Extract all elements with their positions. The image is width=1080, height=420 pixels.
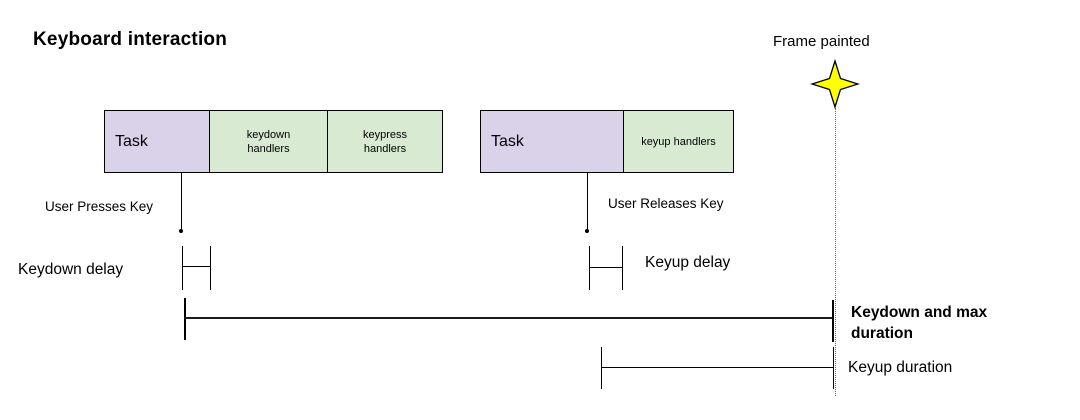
keydown-delay-span-line — [182, 266, 211, 267]
keyup-handlers-block: keyup handlers — [623, 110, 734, 173]
keydown-max-start-tick — [184, 298, 186, 340]
keydown-handlers-block: keydown handlers — [209, 110, 328, 173]
keydown-delay-start-tick — [182, 246, 183, 290]
keyup-delay-end-tick — [622, 246, 623, 290]
keyup-delay-label: Keyup delay — [645, 254, 731, 271]
keydown-delay-label: Keydown delay — [18, 261, 124, 278]
keydown-max-span-line — [184, 317, 834, 319]
keypress-handlers-label: keypress handlers — [362, 128, 408, 155]
keyup-duration-span-line — [601, 367, 834, 368]
frame-painted-label: Frame painted — [773, 33, 870, 50]
keydown-max-duration-label: Keydown and max duration — [851, 304, 988, 342]
keydown-max-end-tick — [832, 300, 834, 342]
task-block: Task — [104, 110, 210, 173]
user-releases-key-label: User Releases Key — [608, 196, 724, 211]
keyup-duration-end-tick — [833, 347, 834, 389]
release-event-arrowhead — [585, 229, 589, 233]
keyup-task-bar: Task keyup handlers — [480, 110, 734, 173]
keydown-task-bar: Task keydown handlers keypress handlers — [104, 110, 443, 173]
keyup-duration-label: Keyup duration — [848, 359, 953, 376]
keypress-handlers-block: keypress handlers — [327, 110, 443, 173]
press-event-arrowhead — [179, 229, 183, 233]
keyup-duration-start-tick — [601, 347, 602, 389]
page-title: Keyboard interaction — [33, 29, 228, 50]
task-block: Task — [480, 110, 624, 173]
keyup-handlers-label: keyup handlers — [641, 135, 716, 148]
frame-time-dotted-line — [835, 108, 836, 396]
keydown-handlers-label: keydown handlers — [246, 128, 291, 155]
four-point-star-icon — [809, 58, 861, 110]
keyup-delay-span-line — [589, 267, 623, 268]
user-presses-key-label: User Presses Key — [45, 199, 154, 214]
press-event-arrow-line — [181, 173, 182, 229]
keydown-delay-end-tick — [210, 246, 211, 290]
release-event-arrow-line — [587, 173, 588, 229]
keyup-delay-start-tick — [589, 246, 590, 290]
